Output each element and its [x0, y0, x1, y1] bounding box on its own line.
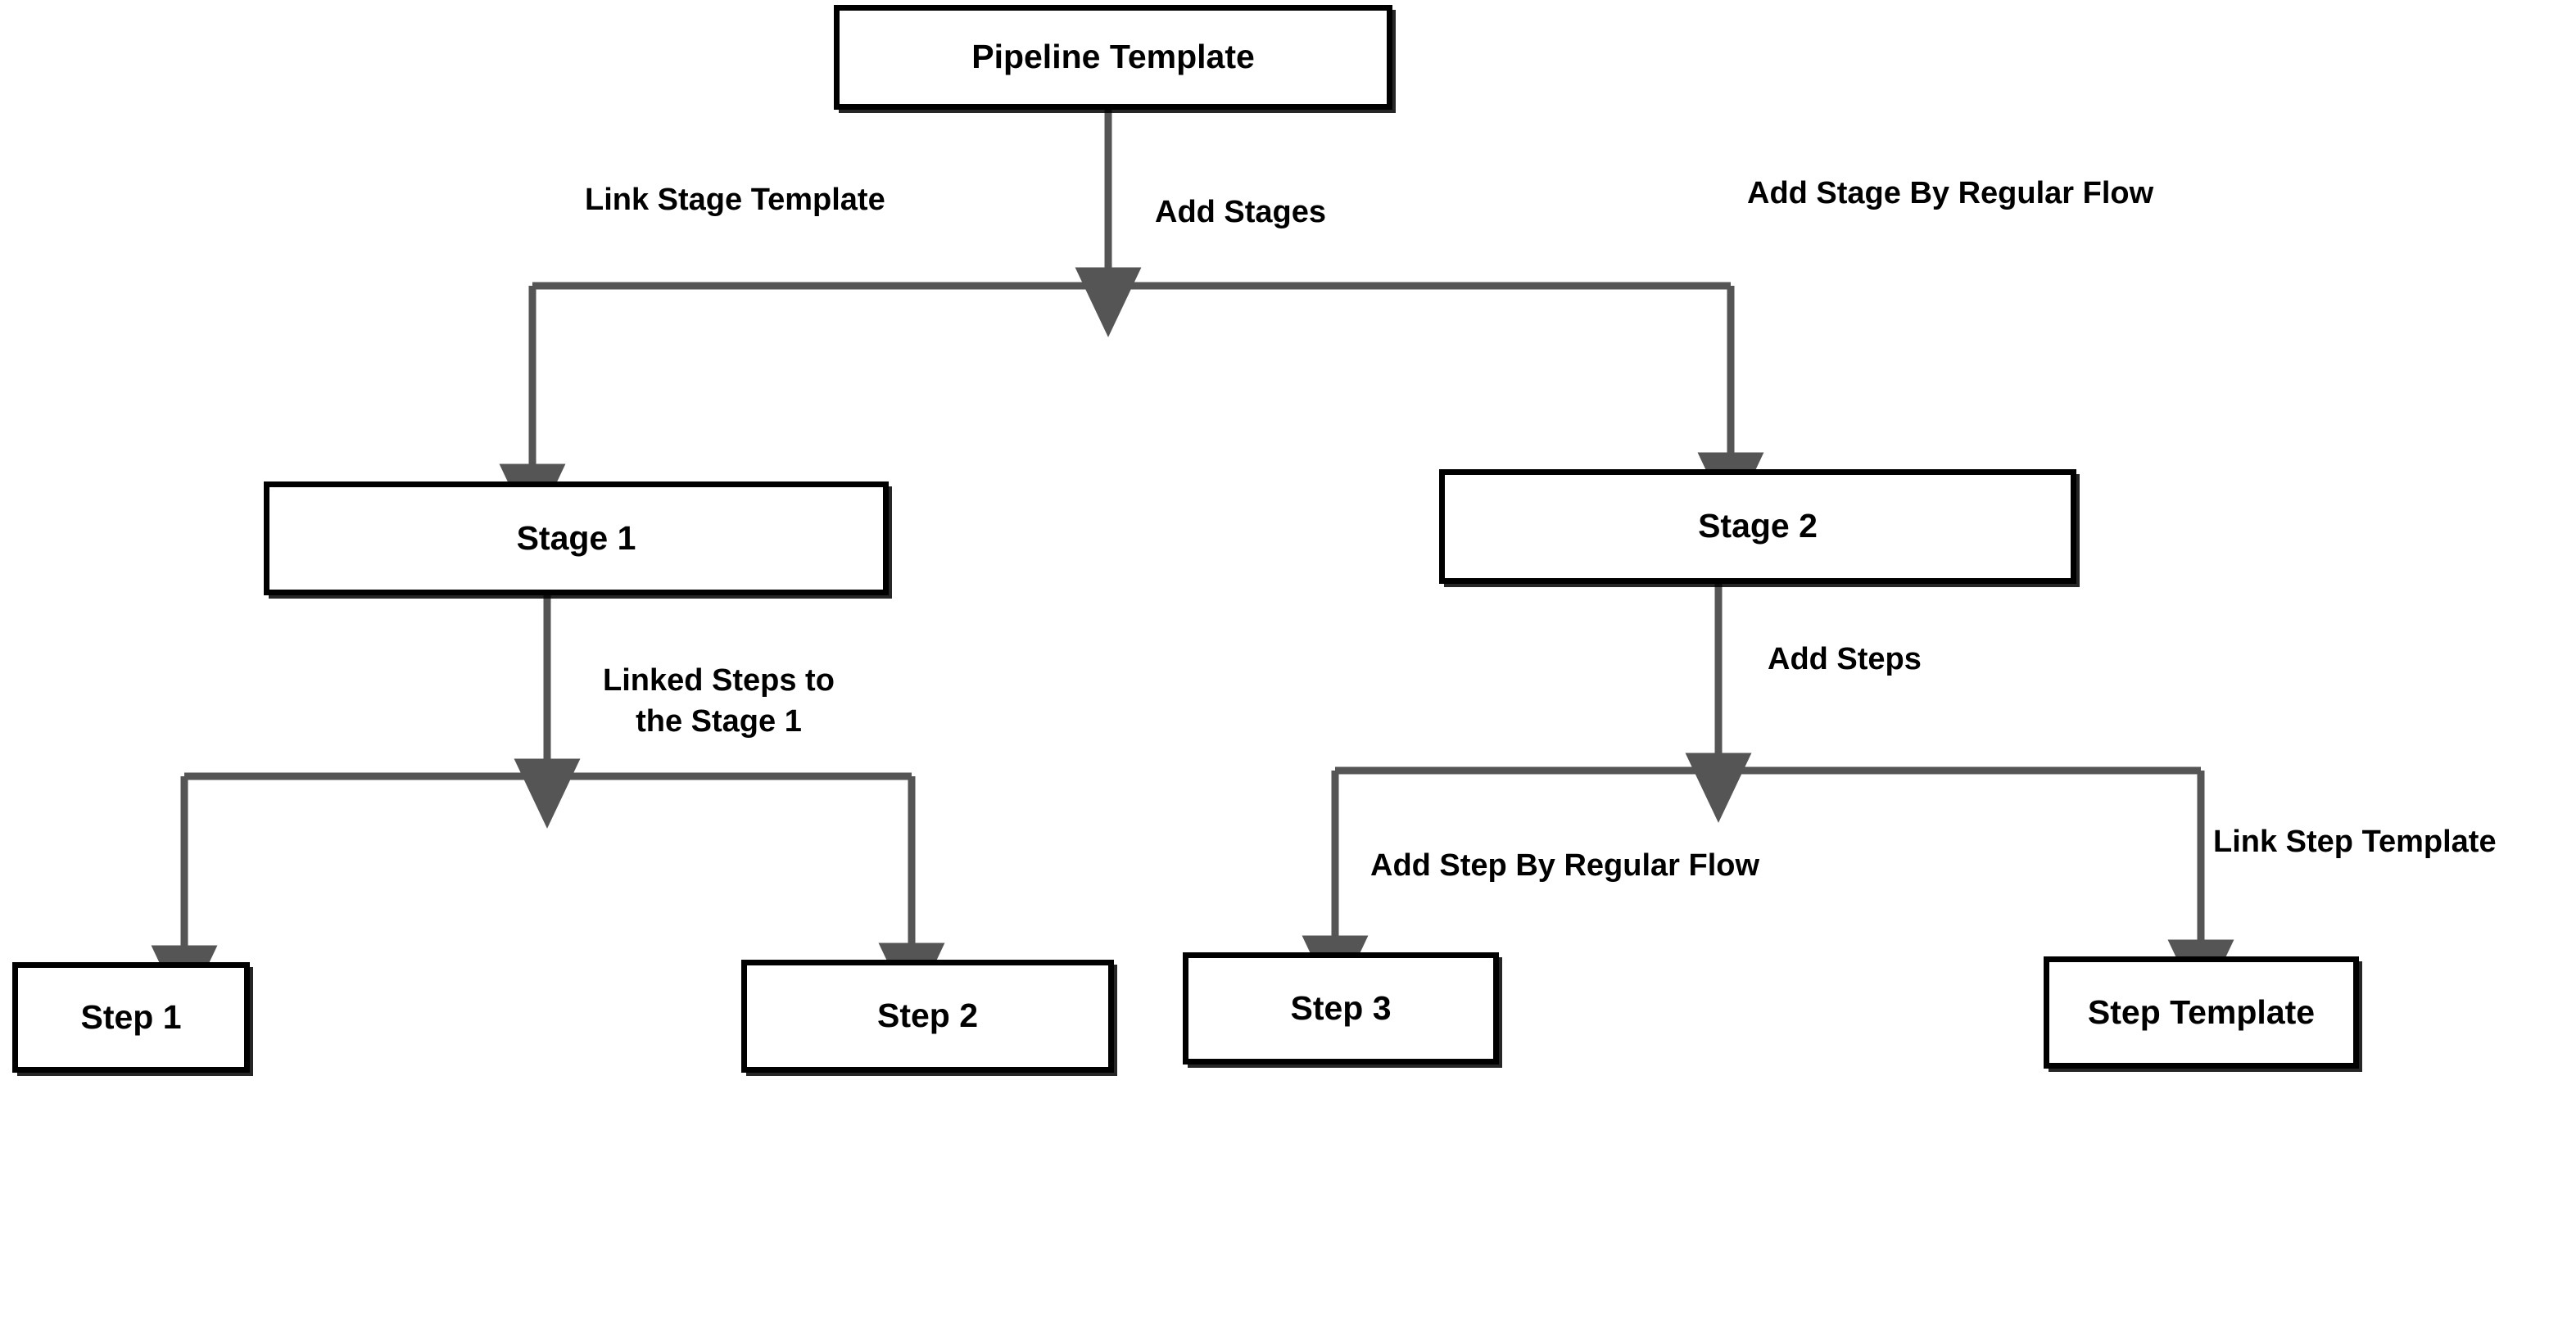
edge-label-add-stages: Add Stages — [1155, 195, 1327, 229]
node-pipeline-template-label: Pipeline Template — [971, 38, 1255, 76]
node-stage-2[interactable]: Stage 2 — [1439, 469, 2076, 584]
node-step-3[interactable]: Step 3 — [1183, 952, 1499, 1065]
node-stage-1[interactable]: Stage 1 — [264, 481, 889, 595]
edge-label-link-stage-template: Link Stage Template — [585, 183, 885, 217]
node-stage-2-label: Stage 2 — [1698, 507, 1818, 545]
node-step-1-label: Step 1 — [80, 997, 182, 1036]
node-pipeline-template[interactable]: Pipeline Template — [834, 5, 1392, 110]
edge-label-add-stage-by-regular-flow: Add Stage By Regular Flow — [1747, 176, 2154, 210]
node-step-2-label: Step 2 — [876, 997, 979, 1035]
node-step-1[interactable]: Step 1 — [12, 962, 250, 1073]
node-step-2[interactable]: Step 2 — [741, 960, 1114, 1073]
edge-label-linked-steps-to-stage-1: Linked Steps to the Stage 1 — [603, 663, 835, 739]
node-step-3-label: Step 3 — [1290, 988, 1392, 1027]
edge-label-add-step-by-regular-flow: Add Step By Regular Flow — [1370, 848, 1760, 883]
edge-label-link-step-template: Link Step Template — [2213, 825, 2497, 859]
node-step-template[interactable]: Step Template — [2044, 956, 2359, 1069]
edge-label-add-steps: Add Steps — [1768, 642, 1922, 676]
node-step-template-label: Step Template — [2087, 992, 2316, 1031]
node-stage-1-label: Stage 1 — [516, 518, 636, 557]
